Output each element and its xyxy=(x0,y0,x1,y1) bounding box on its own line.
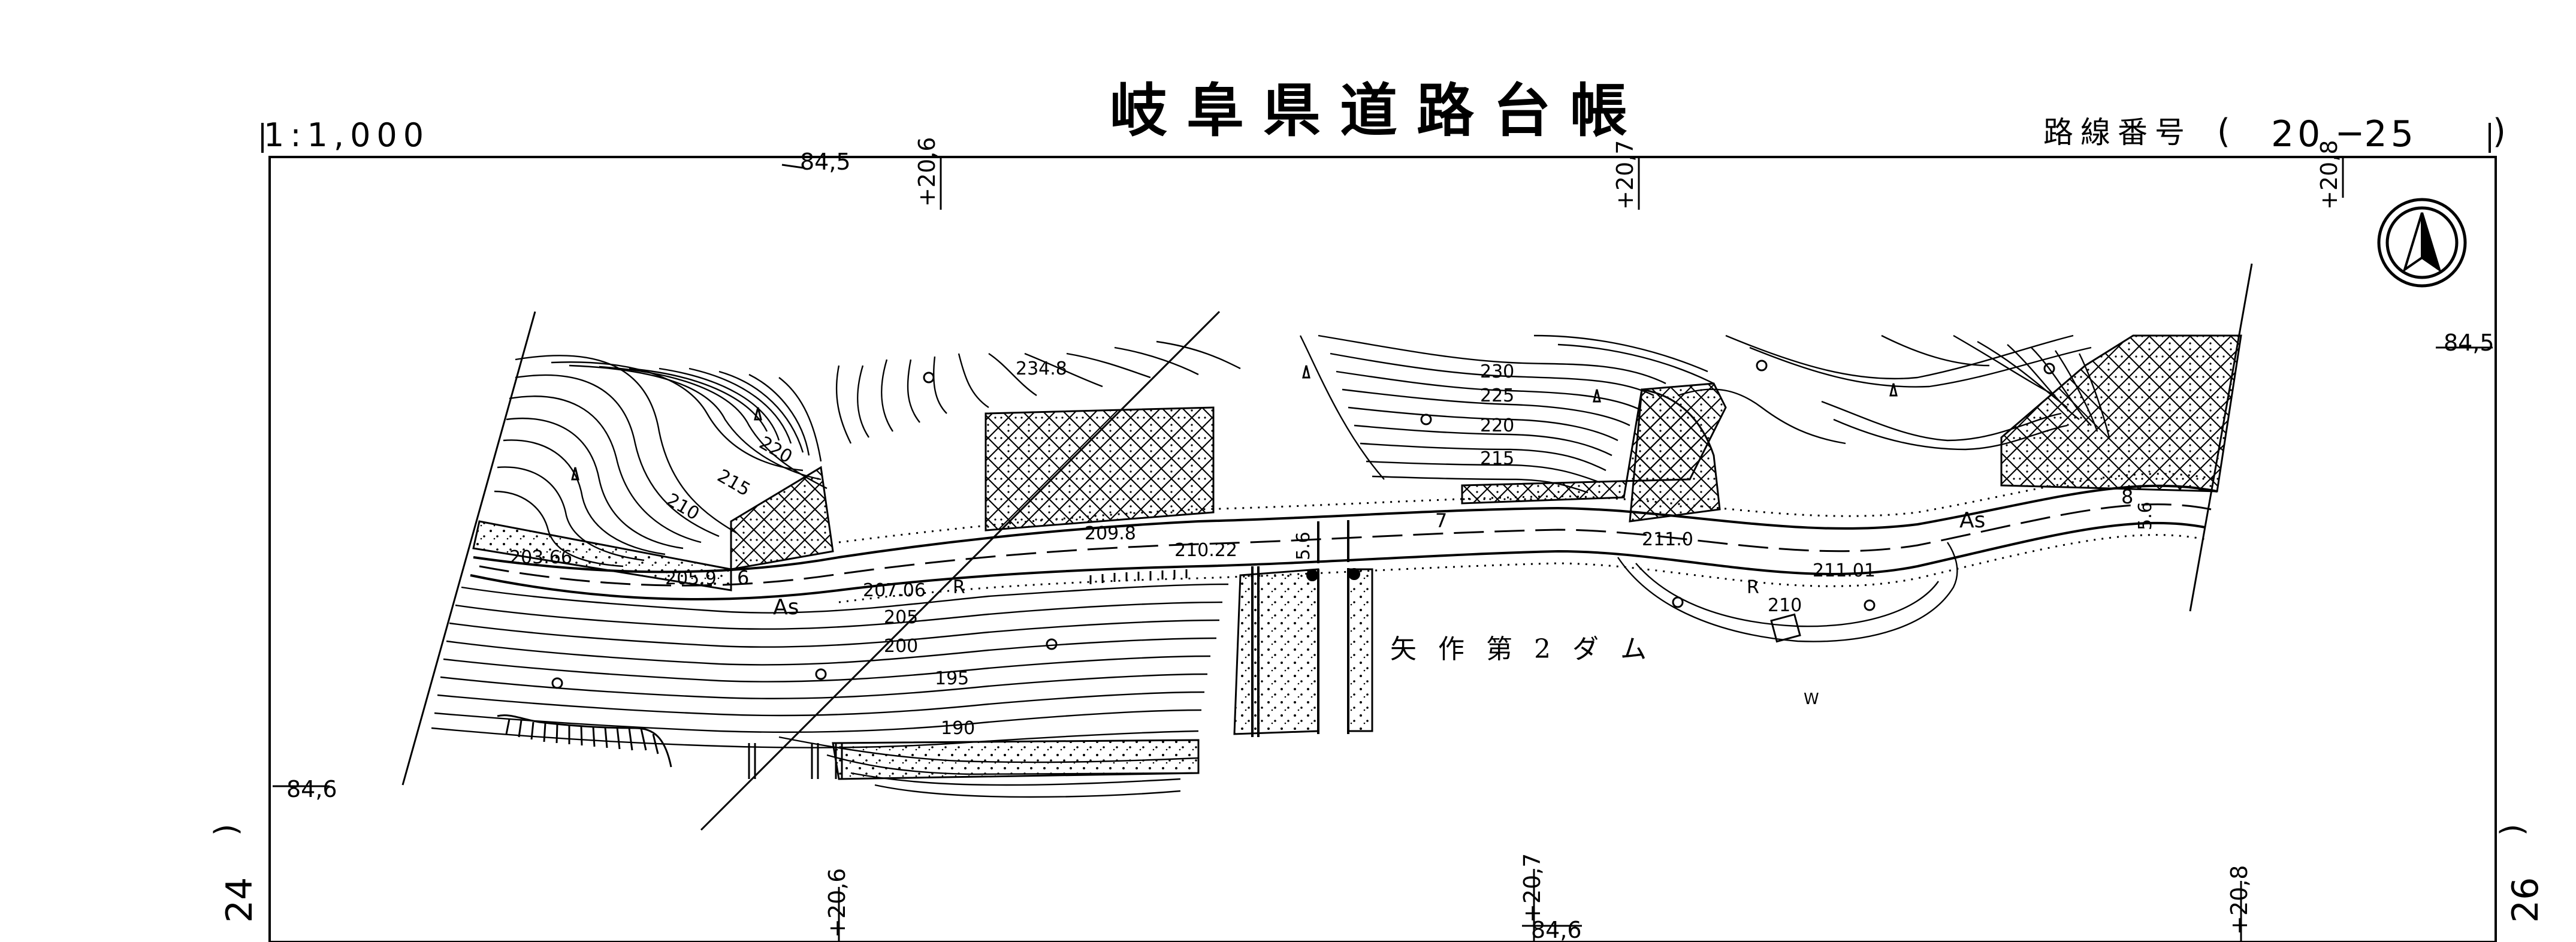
reservoir-contours xyxy=(1617,542,1958,642)
dam-name-label: 矢作第2ダム xyxy=(1390,634,1668,665)
elevation-label: 209.8 xyxy=(1085,523,1136,544)
contours-lower-left xyxy=(431,583,1229,798)
road-centerline xyxy=(479,503,2212,587)
road-width-right-label: 5.6 xyxy=(2135,502,2156,530)
retaining-wall-ticks xyxy=(497,569,1188,768)
adjacent-sheet-left: 24 xyxy=(219,877,261,923)
grid-top-1: +20,6 xyxy=(914,137,940,207)
elevation-label: 210.22 xyxy=(1174,540,1237,561)
contour-label: 190 xyxy=(941,718,975,739)
stippled-areas xyxy=(472,520,1373,780)
contour-label: 220 xyxy=(756,433,796,468)
route-open-paren: ( xyxy=(2217,112,2230,151)
elevation-label: 211.0 xyxy=(1642,529,1693,550)
contours-upper-middle xyxy=(1299,334,1714,494)
contour-label: 205 xyxy=(884,607,918,628)
water-mark: W xyxy=(1804,690,1819,708)
route-number-value: 20 ─25 xyxy=(2271,113,2417,155)
sheet-right-paren: ) xyxy=(2495,824,2530,836)
grid-left-lower-mark: 84,6 xyxy=(286,776,337,802)
contour-label: 210 xyxy=(663,490,703,525)
road-edge-north xyxy=(473,484,2218,573)
contour-label: 210 xyxy=(1768,595,1802,616)
contour-label: 215 xyxy=(714,466,754,501)
road-edge-south xyxy=(470,521,2206,600)
surface-type-label-right: As xyxy=(1959,508,1985,533)
north-arrow-icon xyxy=(2377,198,2467,288)
elevation-label: 211.01 xyxy=(1813,560,1876,581)
contour-label: 225 xyxy=(1480,385,1514,406)
bridge-width-label: 5.6 xyxy=(1293,532,1314,560)
road-width-label: 8 xyxy=(2121,485,2133,508)
grid-bottom-3: +20,8 xyxy=(2226,865,2252,935)
grid-ticks xyxy=(273,157,2493,942)
contour-label: 200 xyxy=(884,636,918,657)
grid-right-mark: 84,5 xyxy=(2444,330,2495,356)
contour-label: 220 xyxy=(1480,415,1514,436)
surface-type-label: As xyxy=(773,595,799,620)
contour-label: 195 xyxy=(935,668,969,689)
dam-bridge xyxy=(1251,520,1360,737)
contour-label: 215 xyxy=(1480,448,1514,469)
route-number-label: 路線番号 xyxy=(2043,115,2192,150)
grid-top-3: +20,8 xyxy=(2316,140,2342,210)
grid-bottom-1: +20,6 xyxy=(824,868,850,938)
elevation-label: 205.9 xyxy=(665,568,717,589)
adjacent-sheet-right: 26 xyxy=(2505,877,2547,923)
road-width-label: 7 xyxy=(1435,509,1447,532)
elevation-label: 207.06 xyxy=(863,580,926,601)
road-width-label: 6 xyxy=(737,566,749,589)
map-title: 岐阜県道路台帳 xyxy=(1110,77,1647,144)
route-close-paren: ) xyxy=(2493,112,2506,151)
scale-label: 1:1,000 xyxy=(264,116,430,154)
contour-label: 230 xyxy=(1480,361,1514,382)
sheet-left-paren: ) xyxy=(209,824,244,836)
radius-mark: R xyxy=(953,577,965,598)
map-frame xyxy=(268,156,2497,942)
grid-bottom-mid-mark: 84,6 xyxy=(1531,917,1582,942)
hatched-areas xyxy=(730,334,2242,570)
elevation-label: 203.66 xyxy=(509,547,572,568)
grid-top-2: +20,7 xyxy=(1612,140,1638,210)
radius-mark: R xyxy=(1747,577,1759,598)
grid-top-left-mark: 84,5 xyxy=(800,149,851,175)
road xyxy=(470,473,2218,603)
elevation-label: 234.8 xyxy=(1016,358,1067,379)
grid-bottom-2: +20,7 xyxy=(1519,853,1545,923)
map-symbols xyxy=(551,360,2055,779)
road-shoulder-south xyxy=(838,534,2206,603)
